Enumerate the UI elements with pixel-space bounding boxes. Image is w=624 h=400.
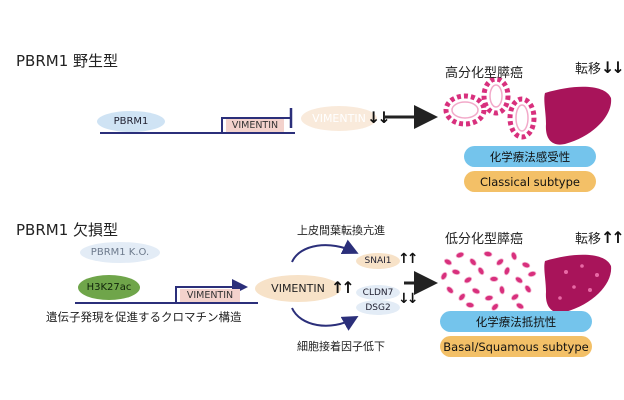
ko-chemo-resistant-badge: 化学療法抵抗性	[440, 311, 592, 332]
ko-adhesion-down-arrows: ↓↓	[398, 291, 419, 307]
ko-scattered-cells	[440, 251, 537, 311]
wt-liver-shape	[544, 86, 612, 145]
ko-liver-metastasis-spots	[558, 264, 599, 300]
wt-metastasis-down-arrows: ↓↓	[601, 58, 624, 77]
wt-vimentin-expression: VIMENTIN	[301, 106, 377, 131]
wt-vimentin-gene: VIMENTIN	[226, 119, 284, 132]
ko-snai1-pill: SNAI1	[356, 253, 400, 269]
ko-vimentin-expression: VIMENTIN	[255, 275, 341, 302]
wt-pbrm1-protein: PBRM1	[97, 111, 165, 132]
ko-tumor-label: 低分化型膵癌	[445, 232, 524, 247]
wt-vimentin-down-arrows: ↓↓	[367, 108, 391, 127]
ko-metastasis-text: 転移	[575, 232, 602, 247]
wt-promoter-blocked	[221, 117, 290, 133]
wt-classical-subtype-badge: Classical subtype	[464, 171, 596, 192]
ko-snai1-up-arrows: ↑↑	[398, 251, 419, 267]
ko-metastasis-up-arrows: ↑↑	[601, 228, 624, 247]
ko-emt-curve-arrow	[291, 239, 359, 263]
wt-metastasis-text: 転移	[575, 62, 602, 77]
ko-adhesion-curve-arrow	[291, 307, 359, 331]
ko-section-title: PBRM1 欠損型	[16, 221, 119, 239]
ko-liver-shape	[544, 254, 612, 313]
ko-cldn7-pill: CLDN7	[356, 285, 400, 300]
ko-emt-label: 上皮間葉転換亢進	[297, 224, 385, 237]
ko-h3k27ac-mark: H3K27ac	[78, 275, 140, 300]
ko-pbrm1-protein: PBRM1 K.O.	[80, 242, 160, 263]
wt-tumor-label: 高分化型膵癌	[445, 66, 524, 81]
wt-chemo-sensitive-badge: 化学療法感受性	[464, 146, 596, 167]
ko-basal-subtype-badge: Basal/Squamous subtype	[440, 336, 592, 357]
ko-promoter-open	[175, 279, 248, 303]
ko-chromatin-caption: 遺伝子発現を促進するクロマチン構造	[46, 310, 242, 324]
wt-metastasis-label: 転移↓↓	[575, 58, 624, 77]
wt-gland-structures	[443, 76, 537, 140]
ko-vimentin-gene: VIMENTIN	[180, 289, 240, 302]
wt-gland-inner	[451, 84, 529, 132]
wt-section-title: PBRM1 野生型	[16, 52, 119, 70]
ko-dsg2-pill: DSG2	[356, 300, 400, 315]
ko-vimentin-up-arrows: ↑↑	[331, 278, 355, 297]
ko-metastasis-label: 転移↑↑	[575, 228, 624, 247]
ko-adhesion-label: 細胞接着因子低下	[297, 340, 385, 353]
